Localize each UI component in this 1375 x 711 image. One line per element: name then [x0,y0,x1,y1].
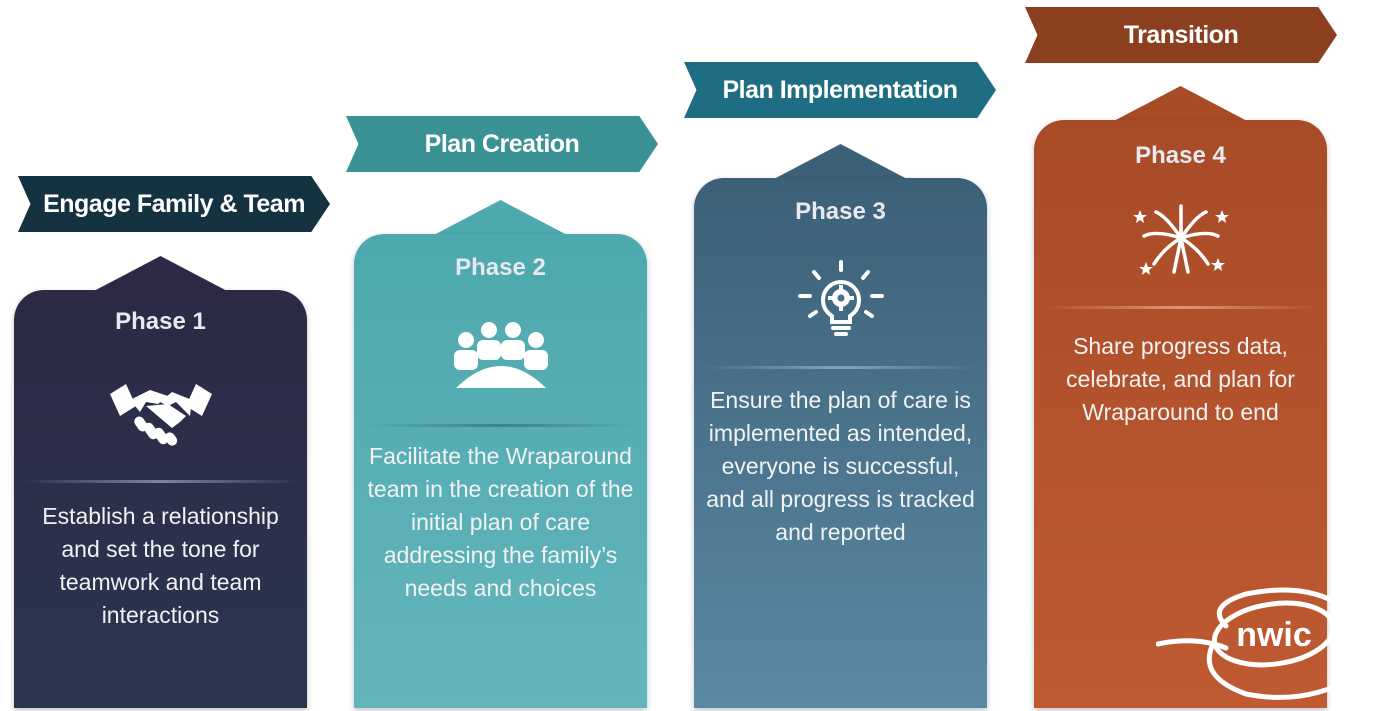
banner-plan-implementation: Plan Implementation [684,62,996,118]
phase-title: Phase 2 [455,254,546,281]
divider [702,366,979,369]
divider [1042,306,1319,309]
phase-description: Share progress data, celebrate, and plan… [1066,333,1295,425]
banner-engage-family-team: Engage Family & Team [18,176,330,232]
banner-plan-creation: Plan Creation [346,116,658,172]
divider [22,480,299,483]
fireworks-icon [1126,196,1236,286]
phase-title: Phase 3 [795,198,886,225]
team-meeting-icon [446,314,556,404]
phase-title: Phase 1 [115,308,206,335]
lightbulb-gear-icon [786,254,896,344]
phase-1-card: Phase 1 Establish a relationship and set… [14,256,307,708]
logo-text: nwic [1236,616,1312,654]
phase-2-card: Phase 2 Facilitate the Wraparound team i… [354,200,647,708]
phase-3-card: Phase 3 E [694,144,987,708]
phase-description: Ensure the plan of care is implemented a… [706,387,975,545]
card-body [14,290,307,708]
phase-description: Establish a relationship and set the ton… [42,503,279,628]
banner-transition: Transition [1025,7,1337,63]
divider [362,424,639,427]
card-body [354,234,647,708]
nwic-logo: nwic [1155,586,1371,706]
handshake-icon [106,372,216,462]
phase-description: Facilitate the Wraparound team in the cr… [367,443,634,601]
phase-title: Phase 4 [1135,142,1226,169]
